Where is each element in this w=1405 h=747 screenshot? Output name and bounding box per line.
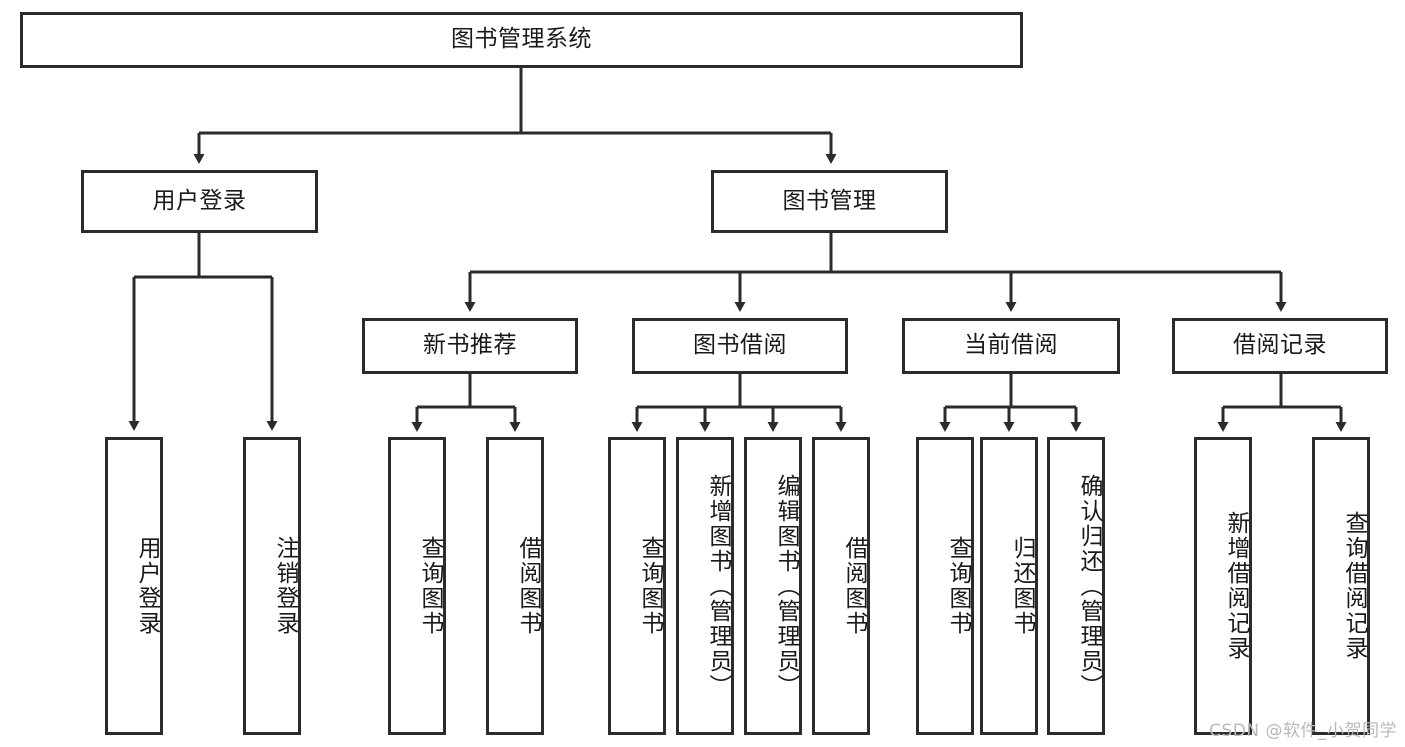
node-leaf-add-book-label: 新增图书（管理员）	[705, 473, 731, 699]
node-leaf-return-book-label: 归还图书	[1009, 536, 1035, 636]
node-leaf-query-book-2[interactable]: 查询图书	[608, 437, 666, 735]
node-current-borrow-label: 当前借阅	[964, 332, 1058, 359]
node-leaf-query-book-3-label: 查询图书	[945, 536, 971, 636]
node-book-manage-label: 图书管理	[782, 187, 877, 214]
node-current-borrow[interactable]: 当前借阅	[902, 318, 1120, 374]
node-leaf-add-record-label: 新增借阅记录	[1223, 511, 1249, 661]
node-leaf-borrow-book-1-label: 借阅图书	[515, 536, 541, 636]
node-book-manage[interactable]: 图书管理	[711, 170, 948, 233]
node-new-book-rec[interactable]: 新书推荐	[362, 318, 578, 374]
node-leaf-confirm-return[interactable]: 确认归还（管理员）	[1047, 437, 1105, 735]
node-leaf-query-book-1-label: 查询图书	[417, 536, 443, 636]
node-leaf-logout-login[interactable]: 注销登录	[243, 437, 301, 735]
node-leaf-logout-login-label: 注销登录	[272, 536, 298, 636]
node-leaf-query-book-3[interactable]: 查询图书	[916, 437, 974, 735]
node-leaf-borrow-book-1[interactable]: 借阅图书	[486, 437, 544, 735]
node-leaf-query-record-label: 查询借阅记录	[1341, 511, 1367, 661]
node-book-borrow-label: 图书借阅	[693, 332, 787, 359]
node-leaf-borrow-book-2-label: 借阅图书	[841, 536, 867, 636]
node-new-book-rec-label: 新书推荐	[423, 332, 517, 359]
node-leaf-query-record[interactable]: 查询借阅记录	[1312, 437, 1370, 735]
node-leaf-edit-book[interactable]: 编辑图书（管理员）	[744, 437, 802, 735]
node-borrow-record[interactable]: 借阅记录	[1172, 318, 1388, 374]
node-leaf-edit-book-label: 编辑图书（管理员）	[773, 473, 799, 699]
node-leaf-query-book-2-label: 查询图书	[637, 536, 663, 636]
node-leaf-user-login-label: 用户登录	[134, 536, 160, 636]
node-leaf-user-login[interactable]: 用户登录	[105, 437, 163, 735]
node-leaf-confirm-return-label: 确认归还（管理员）	[1076, 473, 1102, 699]
node-leaf-return-book[interactable]: 归还图书	[980, 437, 1038, 735]
node-user-login[interactable]: 用户登录	[81, 170, 318, 233]
watermark-text: CSDN @软件_小贺同学	[1209, 721, 1397, 741]
node-leaf-borrow-book-2[interactable]: 借阅图书	[812, 437, 870, 735]
node-leaf-add-book[interactable]: 新增图书（管理员）	[676, 437, 734, 735]
node-root-label: 图书管理系统	[451, 26, 592, 53]
node-root[interactable]: 图书管理系统	[20, 12, 1023, 68]
node-borrow-record-label: 借阅记录	[1233, 332, 1327, 359]
node-leaf-add-record[interactable]: 新增借阅记录	[1194, 437, 1252, 735]
node-leaf-query-book-1[interactable]: 查询图书	[388, 437, 446, 735]
node-user-login-label: 用户登录	[152, 187, 247, 214]
node-book-borrow[interactable]: 图书借阅	[632, 318, 848, 374]
